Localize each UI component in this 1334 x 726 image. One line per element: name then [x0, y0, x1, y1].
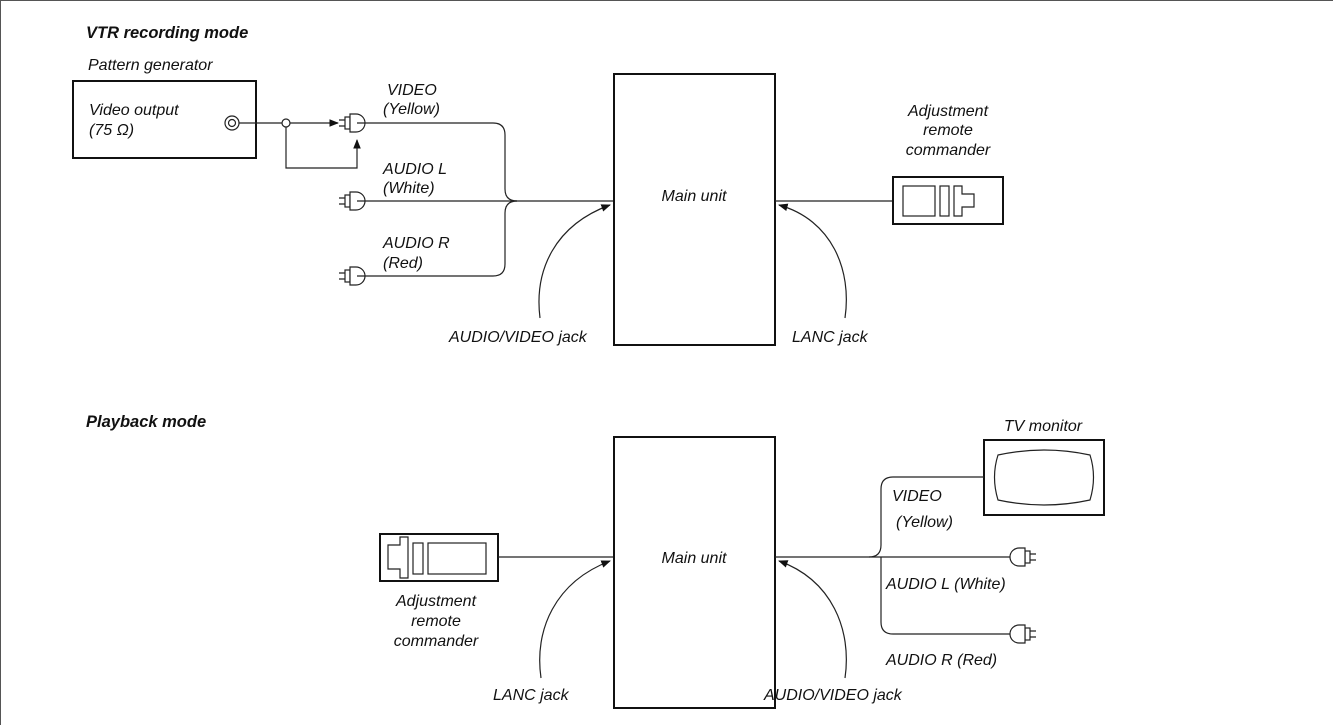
vtr-remote-label-2: remote [923, 122, 973, 139]
playback-main-unit-box [613, 436, 776, 709]
playback-main-unit-label: Main unit [662, 550, 727, 567]
pattern-generator-label: Pattern generator [88, 57, 213, 74]
vtr-remote-label-1: Adjustment [907, 103, 989, 120]
playback-audio-r-plug-icon [1009, 624, 1037, 644]
playback-lanc-jack-label: LANC jack [493, 687, 570, 704]
vtr-audio-r-label: AUDIO R [382, 235, 450, 252]
video-output-label: Video output [89, 102, 179, 119]
playback-remote-label-2: remote [411, 613, 461, 630]
vtr-av-jack-label: AUDIO/VIDEO jack [448, 329, 588, 346]
playback-video-label: VIDEO [892, 488, 942, 505]
video-output-impedance: (75 Ω) [89, 122, 134, 139]
playback-audio-l-plug-icon [1009, 547, 1037, 567]
vtr-main-unit-label: Main unit [662, 188, 727, 205]
vtr-audio-l-label: AUDIO L [382, 161, 447, 178]
vtr-main-unit-box [613, 73, 776, 346]
vtr-audio-r-color: (Red) [383, 255, 423, 272]
playback-audio-r-label: AUDIO R (Red) [885, 652, 997, 669]
vtr-heading: VTR recording mode [86, 24, 248, 42]
vtr-audio-l-color: (White) [383, 180, 435, 197]
playback-remote-label-3: commander [394, 633, 479, 650]
playback-remote-label-1: Adjustment [395, 593, 477, 610]
playback-video-color: (Yellow) [896, 514, 953, 531]
tv-monitor-label: TV monitor [1004, 418, 1083, 435]
vtr-remote-label-3: commander [906, 142, 991, 159]
playback-heading: Playback mode [86, 413, 206, 431]
vtr-lanc-jack-label: LANC jack [792, 329, 869, 346]
playback-av-jack-label: AUDIO/VIDEO jack [763, 687, 903, 704]
playback-audio-l-label: AUDIO L (White) [885, 576, 1006, 593]
vtr-video-label: VIDEO [387, 82, 437, 99]
vtr-video-color: (Yellow) [383, 101, 440, 118]
